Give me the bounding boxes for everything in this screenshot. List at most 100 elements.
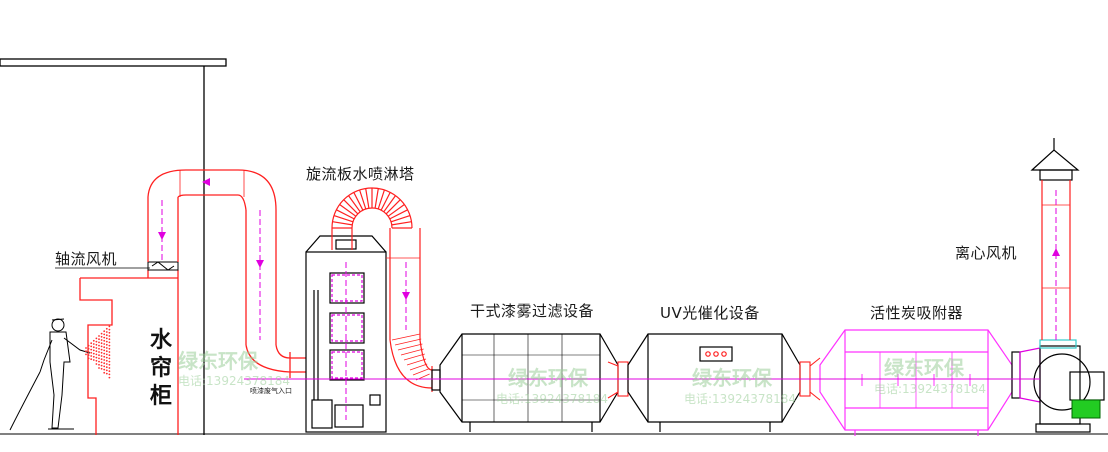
arch-rib — [383, 195, 396, 213]
axial-fan — [55, 261, 179, 271]
mist-dot — [87, 344, 90, 347]
mist-dot — [100, 342, 103, 345]
mist-dot — [105, 369, 108, 372]
exhaust-duct — [147, 169, 306, 378]
flow-arrows — [158, 178, 1060, 300]
mist-dot — [100, 348, 103, 351]
mist-dot — [108, 370, 111, 373]
mist-dot — [108, 351, 111, 353]
mist-dot — [105, 340, 108, 343]
mist-dot — [103, 365, 106, 368]
arch-rib — [387, 204, 405, 217]
arch-rib — [343, 199, 359, 215]
mist-dot — [103, 333, 106, 336]
mist-dot — [100, 358, 103, 361]
arch-rib — [365, 188, 370, 209]
mist-dot — [90, 345, 93, 348]
mist-dot — [103, 339, 106, 342]
arch-rib — [336, 209, 355, 220]
arch-rib — [348, 195, 361, 213]
mist-dot — [105, 356, 108, 359]
mist-dot — [108, 363, 111, 366]
water-curtain-char-1: 水 — [150, 328, 173, 353]
building — [0, 58, 1108, 435]
mist-dot — [100, 355, 103, 357]
watermark-phone: 电话:13924378184 — [874, 382, 987, 396]
mist-dot — [105, 363, 108, 365]
arch-rib — [359, 189, 367, 210]
fan-motor — [1071, 399, 1101, 419]
mist-dot — [100, 335, 103, 338]
inlet-label: 喷漆废气入口 — [250, 387, 292, 395]
mist-dot — [103, 343, 106, 345]
mist-dot — [103, 355, 106, 358]
watermark-phone: 电话:13924378184 — [496, 392, 609, 406]
mist-dot — [98, 357, 100, 360]
mist-dot — [100, 351, 103, 354]
mist-dot — [92, 346, 95, 349]
centrifugal-fan-label: 离心风机 — [955, 244, 1018, 262]
mist-dot — [108, 335, 111, 337]
mist-dot — [95, 359, 98, 362]
axial-fan-label: 轴流风机 — [55, 250, 118, 268]
mist-dot — [105, 353, 108, 356]
mist-dot — [108, 357, 111, 360]
mist-dot — [108, 325, 111, 328]
mist-dot — [100, 339, 103, 341]
mist-dot — [103, 368, 106, 371]
mist-dot — [105, 372, 108, 375]
mist-dot — [98, 335, 100, 337]
arch-inner — [351, 207, 393, 250]
mist-dot — [103, 330, 106, 333]
mist-dot — [95, 356, 98, 359]
hatch-line — [409, 363, 428, 371]
mist-dot — [105, 366, 108, 369]
mist-dot — [98, 338, 100, 341]
mist-dot — [105, 337, 108, 340]
mist-dot — [108, 347, 111, 350]
mist-dot — [87, 354, 90, 357]
mist-dot — [108, 367, 111, 369]
mist-dot — [108, 331, 111, 334]
mist-dot — [92, 359, 95, 361]
mist-dot — [95, 353, 98, 356]
carbon-label: 活性炭吸附器 — [870, 304, 964, 322]
mist-dot — [98, 354, 100, 357]
watermark-phone: 电话:13924378184 — [178, 374, 291, 388]
mist-dot — [108, 344, 111, 347]
mist-dot — [105, 334, 108, 337]
arch-rib — [374, 188, 379, 209]
mist-dot — [98, 341, 100, 344]
arch-rib — [332, 221, 353, 226]
mist-dot — [103, 359, 106, 361]
mist-dot — [95, 347, 98, 349]
watermark-name: 绿东环保 — [508, 366, 588, 390]
uv-label: UV光催化设备 — [660, 304, 760, 322]
mist-dot — [90, 342, 93, 345]
mist-dot — [103, 349, 106, 352]
water-curtain-char-2: 帘 — [150, 356, 173, 381]
mist-dot — [98, 363, 100, 366]
mist-dot — [100, 364, 103, 367]
arch-rib — [385, 199, 401, 215]
mist-dot — [105, 350, 108, 353]
mist-dot — [90, 358, 93, 361]
mist-dot — [100, 332, 103, 335]
water-curtain-char-3: 柜 — [150, 384, 173, 409]
mist-dot — [105, 343, 108, 346]
arch-rib — [333, 215, 354, 223]
flow-line — [161, 190, 1057, 420]
mist-dot — [108, 360, 111, 363]
mist-dot — [98, 344, 100, 347]
watermark-name: 绿东环保 — [884, 356, 964, 380]
mist-dot — [92, 349, 95, 352]
tower-outlet-hatch — [391, 333, 430, 381]
watermark-name: 绿东环保 — [178, 349, 258, 373]
arch-rib — [353, 192, 364, 211]
mist-dot — [90, 351, 93, 354]
arch-rib — [377, 189, 385, 210]
mist-dot — [105, 359, 108, 362]
carbon-handles — [861, 374, 971, 386]
mist-dot — [92, 352, 95, 355]
mist-dot — [87, 351, 90, 353]
